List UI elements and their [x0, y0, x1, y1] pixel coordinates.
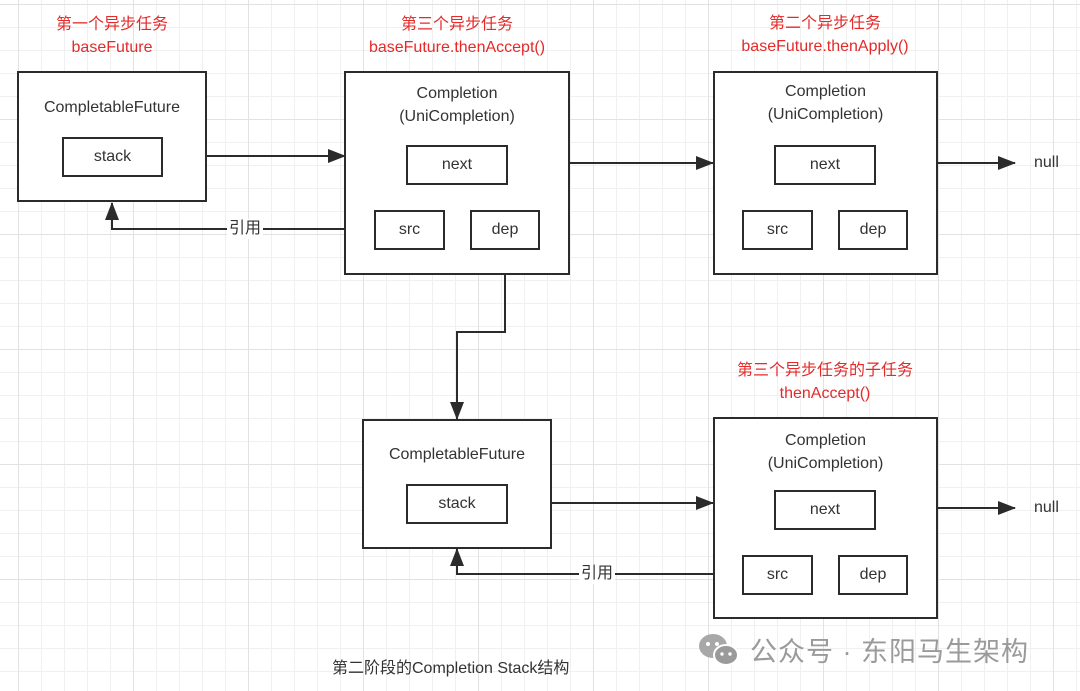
edge-src-ref-cf2	[450, 548, 742, 575]
null-label-2: null	[1034, 499, 1059, 516]
field-src[interactable]: src	[742, 210, 813, 250]
field-stack[interactable]: stack	[406, 484, 508, 524]
node-title-line1: Completion	[785, 83, 866, 100]
node-title: CompletableFuture	[388, 446, 526, 463]
node-completion-then-apply[interactable]: Completion (UniCompletion) next src dep	[713, 71, 938, 275]
field-next[interactable]: next	[774, 145, 876, 185]
annotation-first-task: 第一个异步任务 baseFuture	[56, 13, 168, 59]
node-completable-future-dep[interactable]: CompletableFuture stack	[362, 419, 552, 549]
node-title-line2: (UniCompletion)	[767, 455, 884, 472]
edge-dep-to-cf2	[450, 247, 506, 420]
field-dep[interactable]: dep	[838, 210, 908, 250]
node-title-line1: Completion	[416, 85, 498, 102]
field-next[interactable]: next	[406, 145, 508, 185]
node-completion-then-accept[interactable]: Completion (UniCompletion) next src dep	[344, 71, 570, 275]
node-title-line2: (UniCompletion)	[399, 108, 515, 125]
annotation-third-task: 第三个异步任务 baseFuture.thenAccept()	[369, 13, 545, 59]
edge-src-ref-cf1	[105, 202, 374, 230]
annotation-second-line1: 第二个异步任务	[768, 15, 882, 32]
edge-label-reference-1: 引用	[227, 219, 264, 239]
field-stack[interactable]: stack	[62, 137, 163, 177]
annotation-sub-line2: thenAccept()	[779, 385, 871, 402]
annotation-third-line2: baseFuture.thenAccept()	[368, 39, 546, 56]
node-completion-sub-task[interactable]: Completion (UniCompletion) next src dep	[713, 417, 938, 619]
wechat-icon	[699, 633, 739, 666]
annotation-sub-line1: 第三个异步任务的子任务	[736, 362, 914, 379]
watermark-text: 公众号 · 东阳马生架构	[750, 637, 1029, 667]
node-title-line1: Completion	[785, 432, 866, 449]
node-title: CompletableFuture	[43, 99, 181, 116]
field-src[interactable]: src	[374, 210, 445, 250]
annotation-second-task: 第二个异步任务 baseFuture.thenApply()	[741, 12, 908, 58]
field-next[interactable]: next	[774, 490, 876, 530]
diagram-caption: 第二阶段的Completion Stack结构	[332, 660, 570, 677]
annotation-second-line2: baseFuture.thenApply()	[741, 38, 909, 55]
field-dep[interactable]: dep	[838, 555, 908, 595]
edge-label-reference-2: 引用	[579, 564, 616, 584]
node-completable-future-base[interactable]: CompletableFuture stack	[17, 71, 207, 202]
null-label-1: null	[1034, 154, 1059, 171]
node-title-line2: (UniCompletion)	[767, 106, 884, 123]
field-src[interactable]: src	[742, 555, 813, 595]
annotation-sub-task: 第三个异步任务的子任务 thenAccept()	[737, 359, 913, 405]
annotation-first-line2: baseFuture	[71, 39, 153, 56]
field-dep[interactable]: dep	[470, 210, 540, 250]
watermark: 公众号 · 东阳马生架构	[698, 630, 1029, 669]
annotation-third-line1: 第三个异步任务	[400, 16, 513, 33]
annotation-first-line1: 第一个异步任务	[55, 16, 169, 33]
